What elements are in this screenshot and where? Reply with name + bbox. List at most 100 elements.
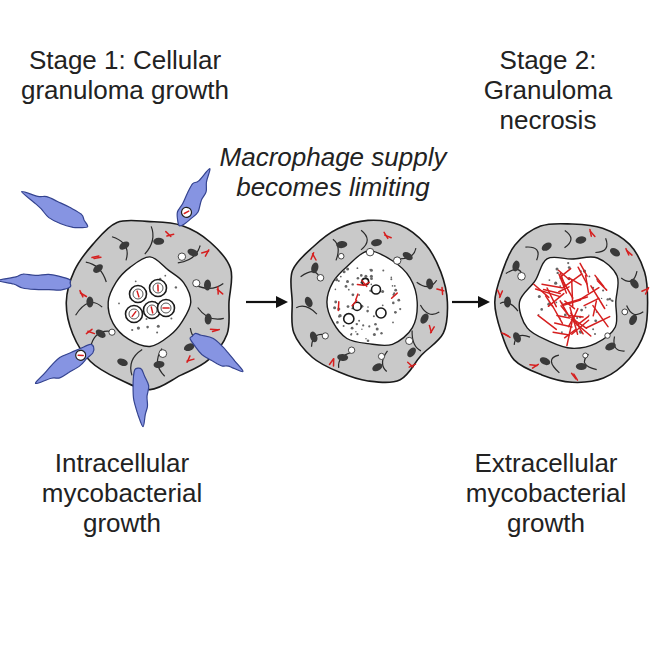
necrotic-debris: [356, 333, 358, 335]
necrotic-debris: [348, 289, 350, 291]
macrophage-nucleus: [303, 296, 314, 309]
macrophage-nucleus: [336, 240, 348, 248]
granuloma-outline: [66, 220, 232, 389]
macrophage-nucleus: [118, 240, 131, 252]
infected-cell: [150, 280, 167, 297]
necrotic-debris: [369, 269, 371, 271]
necrotic-debris: [576, 317, 578, 319]
cell-boundary: [178, 246, 200, 263]
necrotic-debris: [146, 318, 148, 320]
extracellular-mycobacterium: [557, 315, 570, 318]
cell-layer: [0, 165, 649, 428]
extracellular-mycobacterium: [561, 306, 569, 316]
necrotic-debris: [336, 321, 339, 324]
granuloma-core: [327, 251, 417, 346]
macrophage-nucleus: [540, 241, 553, 253]
mycobacterium: [533, 364, 539, 368]
cell-boundary: [296, 306, 317, 314]
cell-boundary: [595, 238, 607, 252]
necrotic-debris: [592, 328, 594, 330]
phagosome: [147, 305, 157, 315]
cell-boundary: [145, 226, 153, 254]
necrotic-debris: [350, 334, 352, 336]
necrotic-debris: [366, 310, 369, 313]
necrotic-debris: [394, 285, 396, 287]
necrotic-debris: [146, 326, 149, 329]
necrotic-debris: [601, 298, 602, 299]
mycobacterium: [88, 331, 95, 333]
phagosome: [161, 303, 171, 313]
necrotic-debris: [355, 331, 356, 332]
recruited-macrophage: [172, 165, 219, 231]
granuloma: [495, 224, 649, 383]
granuloma-core: [519, 257, 618, 348]
necrotic-debris: [397, 299, 400, 302]
extracellular-mycobacterium: [558, 270, 568, 279]
necrotic-debris: [380, 332, 382, 334]
dying-cell: [344, 314, 354, 324]
mycobacterium: [392, 293, 398, 298]
macrophage-body: [31, 339, 99, 391]
mycobacterium: [362, 280, 367, 286]
necrotic-debris: [357, 267, 359, 269]
mycobacterium: [137, 291, 139, 297]
macrophage-nucleus: [401, 250, 414, 262]
extracellular-mycobacterium: [579, 288, 599, 300]
extracellular-mycobacterium: [569, 278, 581, 285]
mycobacterium: [333, 359, 335, 366]
necrotic-debris: [580, 309, 583, 312]
mycobacterium: [357, 284, 363, 286]
cell-boundary: [565, 230, 571, 247]
extracellular-mycobacterium: [591, 286, 605, 309]
necrotic-debris: [381, 290, 384, 293]
phagosome: [133, 289, 143, 299]
cell-boundary: [333, 239, 338, 260]
necrotic-debris: [606, 304, 608, 306]
mycobacterium: [205, 250, 208, 256]
phagosome: [153, 283, 163, 293]
extracellular-mycobacterium: [571, 313, 583, 334]
macrophage-nucleus: [337, 353, 349, 361]
necrotic-debris: [175, 286, 177, 288]
necrotic-debris: [392, 302, 395, 305]
progression-arrow: [452, 296, 490, 308]
necrotic-debris: [392, 322, 394, 324]
mycobacterium: [94, 257, 101, 258]
macrophage-nucleus: [186, 247, 199, 258]
necrotic-debris: [157, 325, 160, 328]
necrotic-debris: [164, 275, 166, 277]
granuloma-outline: [291, 220, 448, 382]
extracellular-mycobacterium: [548, 294, 563, 307]
macrophage-nucleus: [426, 278, 434, 290]
macrophage-nucleus: [575, 235, 587, 245]
macrophage-nucleus: [153, 360, 165, 368]
vacuole: [518, 273, 526, 281]
cell-boundary: [614, 337, 625, 352]
necrotic-debris: [585, 307, 587, 309]
necrotic-debris: [345, 285, 348, 288]
necrotic-debris: [390, 278, 392, 280]
mycobacterium: [187, 359, 194, 361]
mycobacterium: [356, 294, 358, 300]
necrotic-debris: [365, 338, 367, 340]
necrotic-debris: [357, 277, 360, 280]
necrotic-debris: [564, 314, 567, 317]
mycobacterium: [352, 300, 357, 305]
macrophage-nucleus: [419, 312, 431, 325]
mycobacterium: [313, 254, 316, 260]
recruited-macrophage: [17, 184, 92, 236]
necrotic-debris: [607, 298, 609, 300]
mycobacterium: [504, 334, 510, 338]
necrotic-debris: [170, 318, 172, 320]
recruited-macrophage: [0, 273, 71, 291]
extracellular-mycobacterium: [538, 315, 556, 329]
macrophage-nucleus: [405, 346, 417, 359]
macrophage-body: [131, 367, 152, 427]
macrophage-nucleus: [504, 296, 511, 307]
macrophage-nucleus: [604, 341, 617, 352]
necrotic-debris: [391, 277, 393, 279]
granuloma-core: [108, 257, 191, 347]
necrotic-debris: [549, 279, 551, 281]
extracellular-mycobacterium: [553, 332, 569, 335]
growth-label: Intracellular mycobacterial growth: [22, 448, 222, 538]
